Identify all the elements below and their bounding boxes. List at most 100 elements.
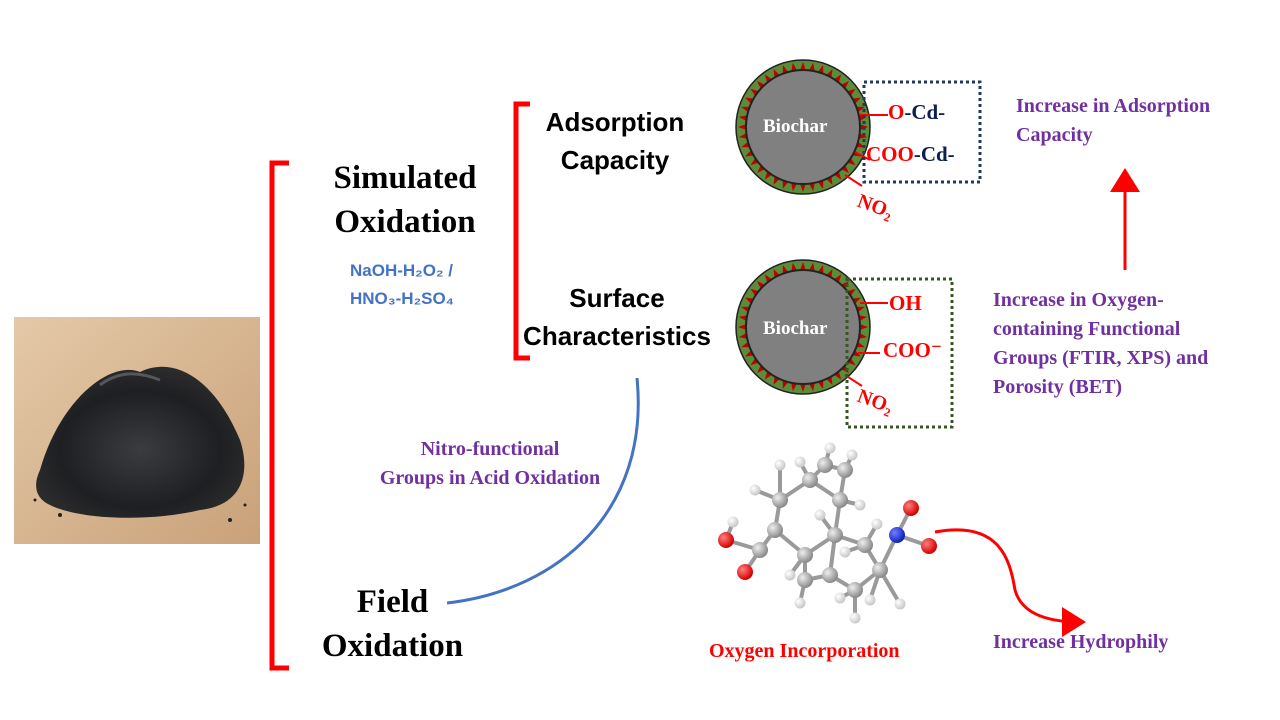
shell-spike (750, 288, 759, 296)
molecule-atom (784, 569, 796, 581)
molecule-atom (854, 499, 866, 511)
shell-spike (841, 165, 849, 173)
molecule-atom (824, 442, 836, 454)
molecule-atom (839, 546, 851, 558)
molecule-atom (894, 598, 906, 610)
oxygen-groups-label: Increase in Oxygen- containing Functiona… (993, 286, 1208, 402)
molecule-atom (827, 527, 843, 543)
shell-spike (834, 371, 842, 380)
surface-box (845, 277, 954, 429)
sub-bracket (513, 101, 530, 361)
shell-spike (750, 158, 759, 166)
molecule-atom (872, 562, 888, 578)
shell-spike (800, 262, 806, 271)
field-line-2: Oxidation (321, 628, 464, 664)
molecule-atom (817, 457, 833, 473)
adsorption-increase-line-1: Increase in Adsorption (1016, 95, 1211, 117)
molecule-atom (847, 582, 863, 598)
shell-spike (809, 182, 815, 192)
biochar-particle-bottom (735, 259, 954, 429)
molecule-atom (794, 456, 806, 468)
molecule-atom (849, 612, 861, 624)
shell-spike (738, 333, 748, 339)
molecule-atom (903, 500, 919, 516)
shell-spike (858, 315, 868, 321)
shell-spike (800, 383, 806, 392)
o-group-text: O (888, 100, 905, 124)
nitro-line-1: Nitro-functional (420, 438, 560, 460)
shell-spike (800, 62, 806, 71)
adsorption-increase-line-2: Capacity (1016, 124, 1093, 146)
molecule-atom (727, 516, 739, 528)
ball-and-stick-molecule (718, 442, 937, 624)
surface-line-1: Surface (569, 283, 665, 313)
coo-minus-group: COO⁻ (883, 338, 942, 362)
shell-spike (764, 171, 772, 180)
cd-suffix-2: -Cd- (913, 142, 955, 166)
molecule-atom (774, 459, 786, 471)
hydrophily-label: Increase Hydrophily (993, 631, 1169, 653)
shell-spike (809, 382, 815, 392)
shell-spike (858, 333, 868, 339)
shell-spike (847, 158, 856, 166)
cd-suffix-1: -Cd- (904, 100, 946, 124)
coo-cd-group: COO-Cd- (866, 142, 955, 167)
molecule-atom (752, 542, 768, 558)
shell-spike (757, 365, 765, 373)
molecule-atom (837, 462, 853, 478)
shell-spike (757, 281, 765, 289)
shell-spike (791, 62, 797, 72)
field-oxidation-label: Field Oxidation (305, 580, 480, 668)
biochar-particle-top (735, 59, 982, 195)
shell-spike (847, 358, 856, 366)
molecule-atom (749, 484, 761, 496)
shell-spike (750, 88, 759, 96)
main-bracket (269, 160, 289, 671)
shell-spike (738, 133, 748, 139)
molecule-atom (802, 472, 818, 488)
simulated-oxidation-label: Simulated Oxidation (320, 156, 490, 244)
molecule-atom (822, 567, 838, 583)
molecule-atom (737, 564, 753, 580)
adsorption-increase-label: Increase in Adsorption Capacity (1016, 92, 1210, 150)
molecule-atom (797, 572, 813, 588)
molecule-atom (772, 492, 788, 508)
biochar-powder-photo (14, 317, 260, 544)
reagents-label: NaOH-H₂O₂ / HNO₃-H₂SO₄ (350, 257, 454, 313)
molecule-atom (864, 594, 876, 606)
shell-spike (738, 324, 747, 330)
nitro-groups-label: Nitro-functional Groups in Acid Oxidatio… (355, 435, 625, 493)
shell-spike (841, 365, 849, 373)
shell-spike (800, 183, 806, 192)
hydrophily-arrow (934, 528, 1086, 637)
surface-line-2: Characteristics (523, 321, 711, 351)
field-oxidation-curve (446, 377, 640, 605)
surface-characteristics-label: Surface Characteristics (518, 279, 716, 355)
shell-spike (847, 288, 856, 296)
shell-spike (834, 274, 842, 283)
shell-spike (809, 262, 815, 272)
shell-spike (834, 171, 842, 180)
molecule-atom (846, 449, 858, 461)
molecule-atom (767, 522, 783, 538)
molecule-atom (814, 509, 826, 521)
nitro-line-2: Groups in Acid Oxidation (379, 467, 601, 489)
molecule-atom (718, 532, 734, 548)
molecule-atom (889, 527, 905, 543)
oxygen-line-4: Porosity (BET) (993, 376, 1123, 398)
molecule-atom (834, 592, 846, 604)
shell-spike (764, 74, 772, 83)
shell-spike (764, 371, 772, 380)
shell-spike (750, 358, 759, 366)
oxygen-line-3: Groups (FTIR, XPS) and (993, 347, 1209, 369)
shell-spike (847, 88, 856, 96)
shell-spike (757, 81, 765, 89)
shell-spike (764, 274, 772, 283)
molecule-atom (794, 597, 806, 609)
oh-group: OH (889, 291, 922, 315)
adsorption-line-2: Capacity (560, 145, 670, 175)
reagent-line-1: NaOH-H₂O₂ / (350, 261, 453, 280)
shell-spike (738, 124, 747, 130)
